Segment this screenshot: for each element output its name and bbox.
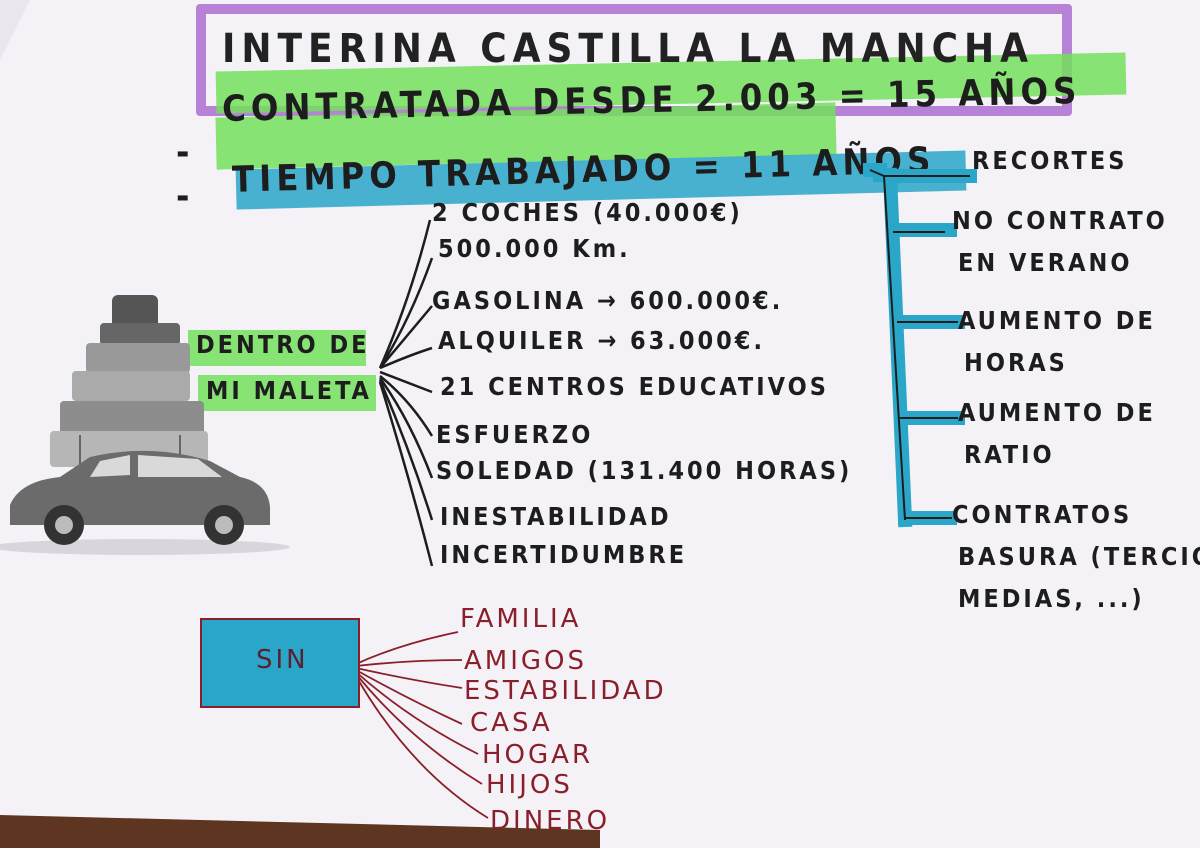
sin-item: AMIGOS (464, 646, 588, 676)
consequence-item-line: AUMENTO DE (958, 306, 1156, 335)
maleta-item: GASOLINA → 600.000€. (432, 286, 784, 315)
maleta-item: ESFUERZO (436, 420, 594, 449)
consequence-item-line: MEDIAS, ...) (958, 584, 1145, 613)
consequence-item-line: CONTRATOS (952, 500, 1133, 529)
sin-item: FAMILIA (460, 604, 582, 634)
page-title: INTERINA CASTILLA LA MANCHA (222, 26, 1035, 72)
consequence-item-line: HORAS (964, 348, 1068, 377)
maleta-label-2: MI MALETA (206, 376, 372, 405)
consequence-item-line: AUMENTO DE (958, 398, 1156, 427)
sin-item: HOGAR (482, 740, 594, 770)
maleta-item: SOLEDAD (131.400 HORAS) (436, 456, 853, 485)
maleta-highlight-1 (188, 330, 366, 366)
maleta-item: 2 COCHES (40.000€) (432, 198, 743, 227)
sin-item: DINERO (490, 806, 611, 836)
sin-item: ESTABILIDAD (464, 676, 667, 706)
consequence-item-line: NO CONTRATO (952, 206, 1168, 235)
consequence-item-line: RECORTES (972, 146, 1128, 175)
maleta-item: 21 CENTROS EDUCATIVOS (440, 372, 829, 401)
maleta-item: 500.000 Km. (438, 234, 631, 263)
dash-2: - (176, 176, 195, 217)
dash-1: - (176, 132, 195, 173)
sin-item: HIJOS (486, 770, 573, 800)
car-suitcases-illustration (0, 295, 290, 555)
maleta-label-1: DENTRO DE (196, 330, 370, 359)
maleta-item: ALQUILER → 63.000€. (438, 326, 765, 355)
consequence-item-line: BASURA (TERCIOS, (958, 542, 1200, 571)
sin-item: CASA (470, 708, 553, 738)
sin-box (200, 618, 360, 708)
maleta-item: INESTABILIDAD (440, 502, 672, 531)
maleta-highlight-2 (198, 375, 376, 411)
maleta-item: INCERTIDUMBRE (440, 540, 688, 569)
consequence-item-line: RATIO (964, 440, 1055, 469)
consequence-item-line: EN VERANO (958, 248, 1133, 277)
sin-label: SIN (256, 645, 309, 675)
